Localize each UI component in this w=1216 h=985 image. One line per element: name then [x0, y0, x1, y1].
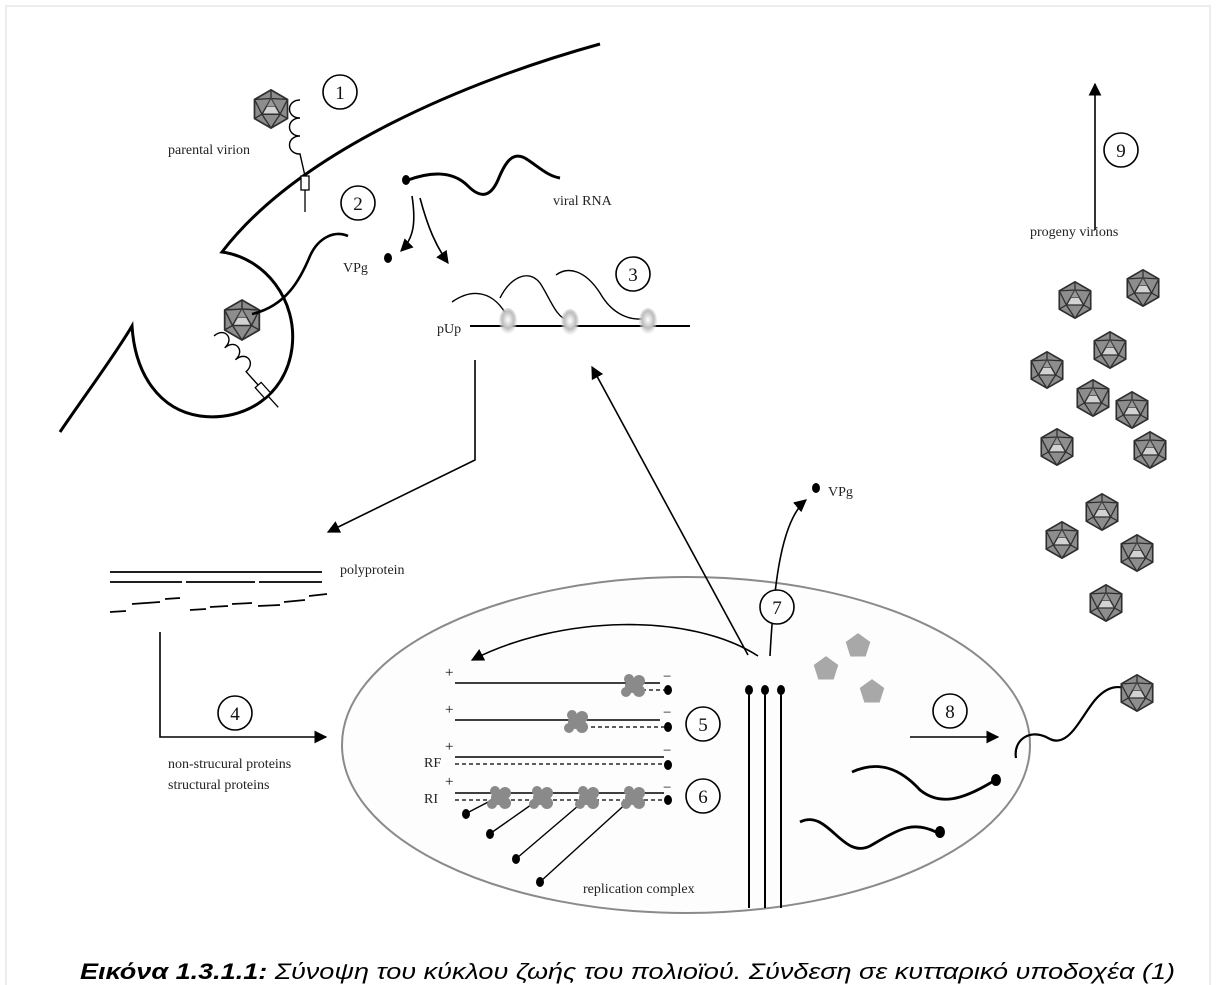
figure-caption: Εικόνα 1.3.1.1: Σύνοψη του κύκλου ζωής τ… [80, 959, 1175, 984]
vpg-dot-icon [664, 795, 672, 805]
vpg-label: VPg [828, 485, 853, 500]
step-8-marker: 8 [933, 694, 967, 728]
virion-icon [1121, 675, 1152, 711]
virion-icon [1134, 432, 1165, 468]
step-6-marker: 6 [686, 779, 720, 813]
step-4-marker: 4 [218, 696, 252, 730]
polyprotein-lines [110, 572, 327, 612]
progeny-virions-cluster [1031, 270, 1165, 621]
parental-virion-label: parental virion [168, 143, 250, 158]
viral-rna-label: viral RNA [553, 194, 613, 209]
virion-icon [1116, 392, 1147, 428]
receptor-tail [268, 395, 279, 407]
minus-sign: − [663, 743, 671, 759]
virion-icon [1046, 522, 1077, 558]
step-1-number: 1 [335, 83, 345, 104]
step-7-marker: 7 [760, 590, 794, 624]
vpg-dot-icon [664, 722, 672, 732]
replication-complex-label: replication complex [583, 882, 695, 897]
polyprotein-label: polyprotein [340, 563, 405, 578]
vpg-label: VPg [343, 261, 368, 276]
ri-label: RI [424, 792, 438, 807]
plus-sign: + [445, 739, 453, 755]
ribosome-icon [639, 308, 657, 334]
plus-sign: + [445, 665, 453, 681]
virion-icon [254, 90, 287, 128]
non-structural-proteins-label: non-strucural proteins [168, 757, 291, 772]
structural-proteins-label: structural proteins [168, 778, 269, 793]
virion-icon [1077, 380, 1108, 416]
step-8-number: 8 [945, 702, 955, 723]
step-5-marker: 5 [686, 707, 720, 741]
virion-icon [1094, 332, 1125, 368]
pup-label: pUp [437, 322, 461, 337]
virion-icon [1121, 535, 1152, 571]
figure-caption-label: Εικόνα 1.3.1.1: [80, 959, 267, 984]
vpg-dot-icon [761, 685, 769, 695]
vpg-dot-icon [384, 253, 392, 263]
vpg-dot-icon [777, 685, 785, 695]
ribosome-icon [561, 309, 579, 335]
step-1-marker: 1 [323, 75, 357, 109]
virion-icon [1090, 585, 1121, 621]
virion-icon [1127, 270, 1158, 306]
ribosome-icon [499, 308, 517, 334]
vpg-dot-icon [991, 774, 1001, 786]
vpg-dot-icon [486, 829, 494, 839]
vpg-dot-icon [664, 685, 672, 695]
virion-icon [1059, 282, 1090, 318]
progeny-virions-label: progeny virions [1030, 225, 1118, 240]
virion-icon [1086, 494, 1117, 530]
minus-sign: − [663, 705, 671, 721]
virion-icon [1031, 352, 1062, 388]
rf-label: RF [424, 756, 441, 771]
receptor-transmembrane-box [301, 176, 309, 190]
vpg-dot-icon [462, 809, 470, 819]
step-2-marker: 2 [341, 186, 375, 220]
vpg-dot-icon [745, 685, 753, 695]
step-9-number: 9 [1116, 141, 1126, 162]
to-translation-arrow [420, 198, 448, 263]
viral-rna-strand [408, 156, 560, 194]
receptor [290, 100, 306, 176]
virion-icon [1041, 429, 1072, 465]
plus-sign: + [445, 702, 453, 718]
vpg-dot-icon [935, 826, 945, 838]
vpg-dot-icon [536, 877, 544, 887]
vpg-release-arrow [401, 196, 414, 251]
step-9-marker: 9 [1104, 133, 1138, 167]
step-6-number: 6 [698, 787, 708, 808]
plus-sign: + [445, 774, 453, 790]
vpg-dot-icon [812, 483, 820, 493]
vpg-dot-icon [402, 175, 410, 185]
vpg-dot-icon [664, 760, 672, 770]
step-7-number: 7 [772, 598, 782, 619]
step-3-marker: 3 [616, 257, 650, 291]
nascent-peptide [452, 294, 508, 318]
minus-sign: − [663, 780, 671, 796]
virion-icon [225, 300, 260, 340]
to-polyprotein-arrow [328, 360, 475, 532]
packaged-rna-strand [1016, 687, 1135, 758]
minus-sign: − [663, 669, 671, 685]
figure-caption-text: Σύνοψη του κύκλου ζωής του πολιοϊού. Σύν… [267, 959, 1175, 984]
step-2-number: 2 [353, 194, 363, 215]
vpg-dot-icon [512, 854, 520, 864]
step-3-number: 3 [628, 265, 638, 286]
step-5-number: 5 [698, 715, 708, 736]
step-4-number: 4 [230, 704, 240, 725]
